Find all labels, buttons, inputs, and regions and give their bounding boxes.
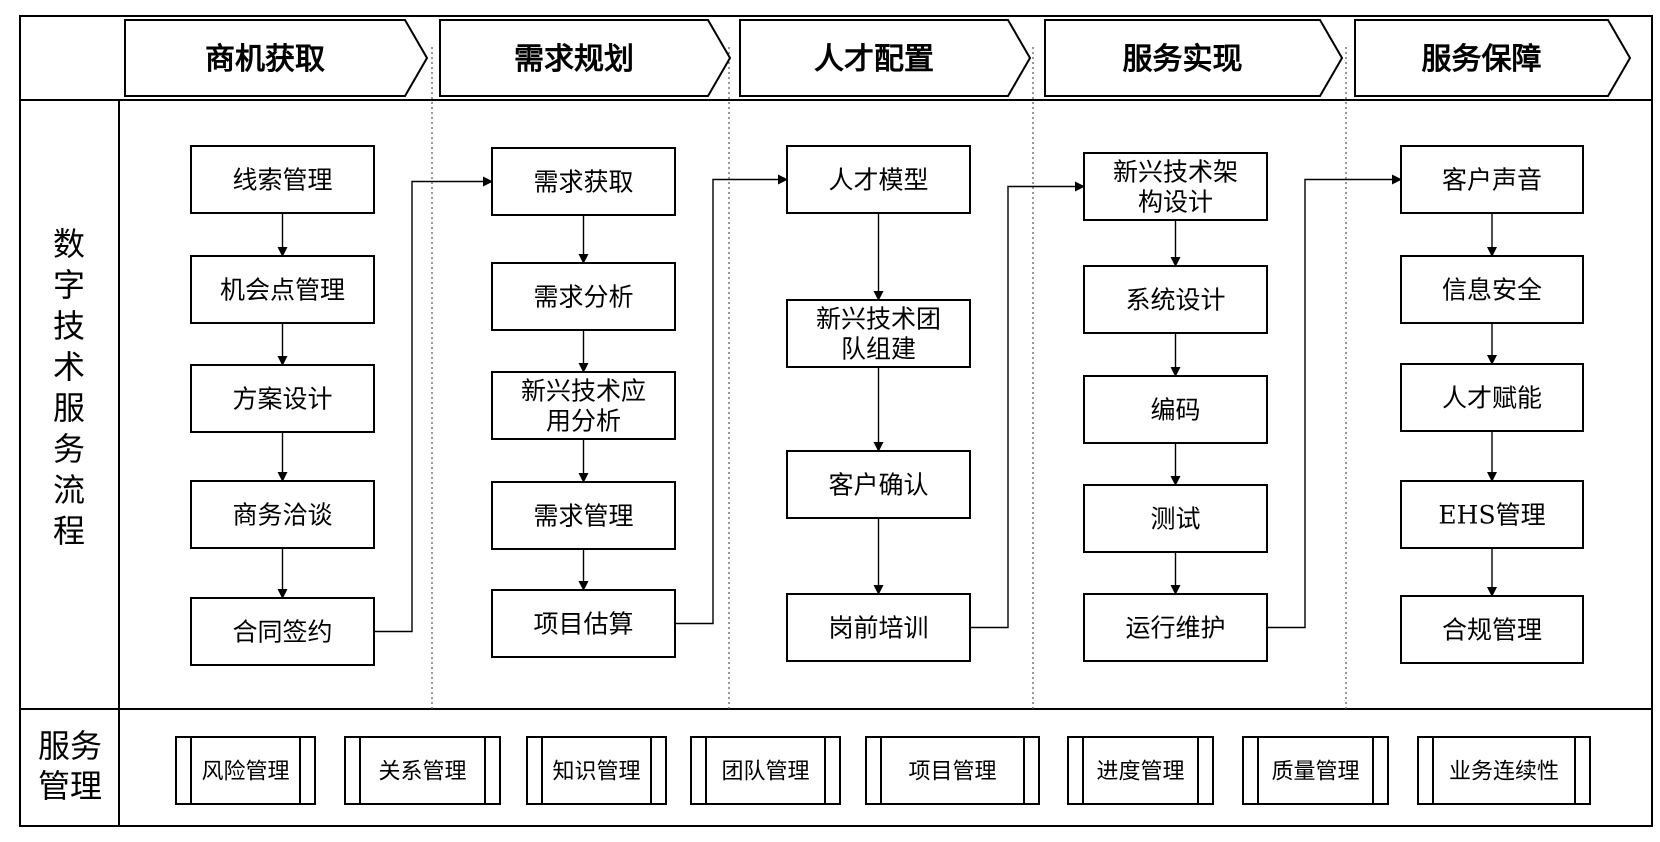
management-box xyxy=(344,736,501,805)
step-label: 项目估算 xyxy=(533,610,633,639)
stage-transition-arrow xyxy=(675,174,788,625)
step-label: 商务洽谈 xyxy=(232,501,332,530)
step-box xyxy=(1400,363,1584,432)
stage-transition-arrow xyxy=(374,176,493,633)
step-box xyxy=(1083,265,1268,334)
step-label: 合规管理 xyxy=(1442,616,1542,645)
stage-label: 服务保障 xyxy=(1422,42,1542,77)
step-label: 方案设计 xyxy=(232,385,332,414)
step-label: 人才赋能 xyxy=(1442,384,1542,413)
step-label: 需求分析 xyxy=(533,283,633,312)
stage-chevron xyxy=(124,19,429,97)
stage-label: 商机获取 xyxy=(205,42,325,77)
step-label: 新兴技术架构设计 xyxy=(1113,158,1238,217)
step-box xyxy=(491,481,676,550)
step-label: EHS管理 xyxy=(1438,501,1545,530)
step-label: 客户声音 xyxy=(1442,166,1542,195)
stage-label: 服务实现 xyxy=(1123,42,1243,77)
management-row-label: 服务管理 xyxy=(38,727,102,805)
step-label: 岗前培训 xyxy=(828,614,928,643)
stage-chevron xyxy=(1354,19,1632,97)
step-label: 运行维护 xyxy=(1125,614,1225,643)
management-label: 风险管理 xyxy=(201,760,289,785)
step-label: 测试 xyxy=(1150,505,1200,534)
step-label: 系统设计 xyxy=(1125,286,1225,315)
step-label: 线索管理 xyxy=(232,166,332,195)
step-box xyxy=(1083,375,1268,444)
management-box xyxy=(1067,736,1214,805)
step-box xyxy=(786,450,971,519)
step-box xyxy=(1400,480,1584,549)
column-separators xyxy=(431,47,1347,709)
step-box xyxy=(190,597,375,666)
management-label: 进度管理 xyxy=(1096,760,1184,785)
step-box xyxy=(1400,255,1584,324)
stage-chevron xyxy=(439,19,732,97)
management-label: 团队管理 xyxy=(721,760,809,785)
stage-label: 人才配置 xyxy=(814,42,934,77)
management-box xyxy=(175,736,316,805)
step-box xyxy=(1400,595,1584,664)
management-box xyxy=(690,736,841,805)
stage-chevron xyxy=(1044,19,1344,97)
step-label: 新兴技术应用分析 xyxy=(521,377,646,436)
management-label: 项目管理 xyxy=(908,760,996,785)
step-box xyxy=(190,145,375,214)
step-box xyxy=(491,371,676,440)
management-box xyxy=(1242,736,1389,805)
step-label: 客户确认 xyxy=(828,471,928,500)
table-frame xyxy=(19,15,1653,827)
management-label: 质量管理 xyxy=(1271,760,1359,785)
management-box xyxy=(865,736,1040,805)
step-box xyxy=(1083,152,1268,221)
process-row-label: 数字技术服务流程 xyxy=(53,225,85,550)
step-box xyxy=(491,147,676,216)
step-box xyxy=(786,145,971,214)
step-label: 合同签约 xyxy=(232,618,332,647)
stage-header-row: 商机获取 需求规划 人才配置 服务实现 服务保障 xyxy=(124,19,1632,97)
step-box xyxy=(1083,484,1268,553)
step-box xyxy=(786,593,971,662)
step-box xyxy=(1083,593,1268,662)
step-label: 人才模型 xyxy=(828,166,928,195)
step-box xyxy=(1400,145,1584,214)
step-box xyxy=(190,480,375,549)
step-label: 需求管理 xyxy=(533,502,633,531)
stage-transition-arrow xyxy=(1267,174,1402,629)
flow-connectors xyxy=(277,174,1497,633)
management-label: 关系管理 xyxy=(378,760,466,785)
management-box xyxy=(1417,736,1591,805)
stage-chevron xyxy=(739,19,1032,97)
management-label: 知识管理 xyxy=(552,760,640,785)
step-box xyxy=(190,364,375,433)
step-label: 编码 xyxy=(1150,396,1200,425)
step-label: 机会点管理 xyxy=(220,276,345,305)
step-label: 新兴技术团队组建 xyxy=(816,305,941,364)
step-box xyxy=(190,255,375,324)
management-box xyxy=(526,736,667,805)
step-box xyxy=(786,299,971,368)
management-items: 风险管理 关系管理 知识管理 团队管理 项目管理 进度管理 质量管理 业务连续性 xyxy=(175,736,1591,805)
stage-transition-arrow xyxy=(970,181,1085,629)
stage-label: 需求规划 xyxy=(514,42,634,77)
step-box xyxy=(491,262,676,331)
step-box xyxy=(491,589,676,658)
step-label: 需求获取 xyxy=(533,168,633,197)
management-label: 业务连续性 xyxy=(1449,760,1559,785)
step-label: 信息安全 xyxy=(1442,276,1542,305)
